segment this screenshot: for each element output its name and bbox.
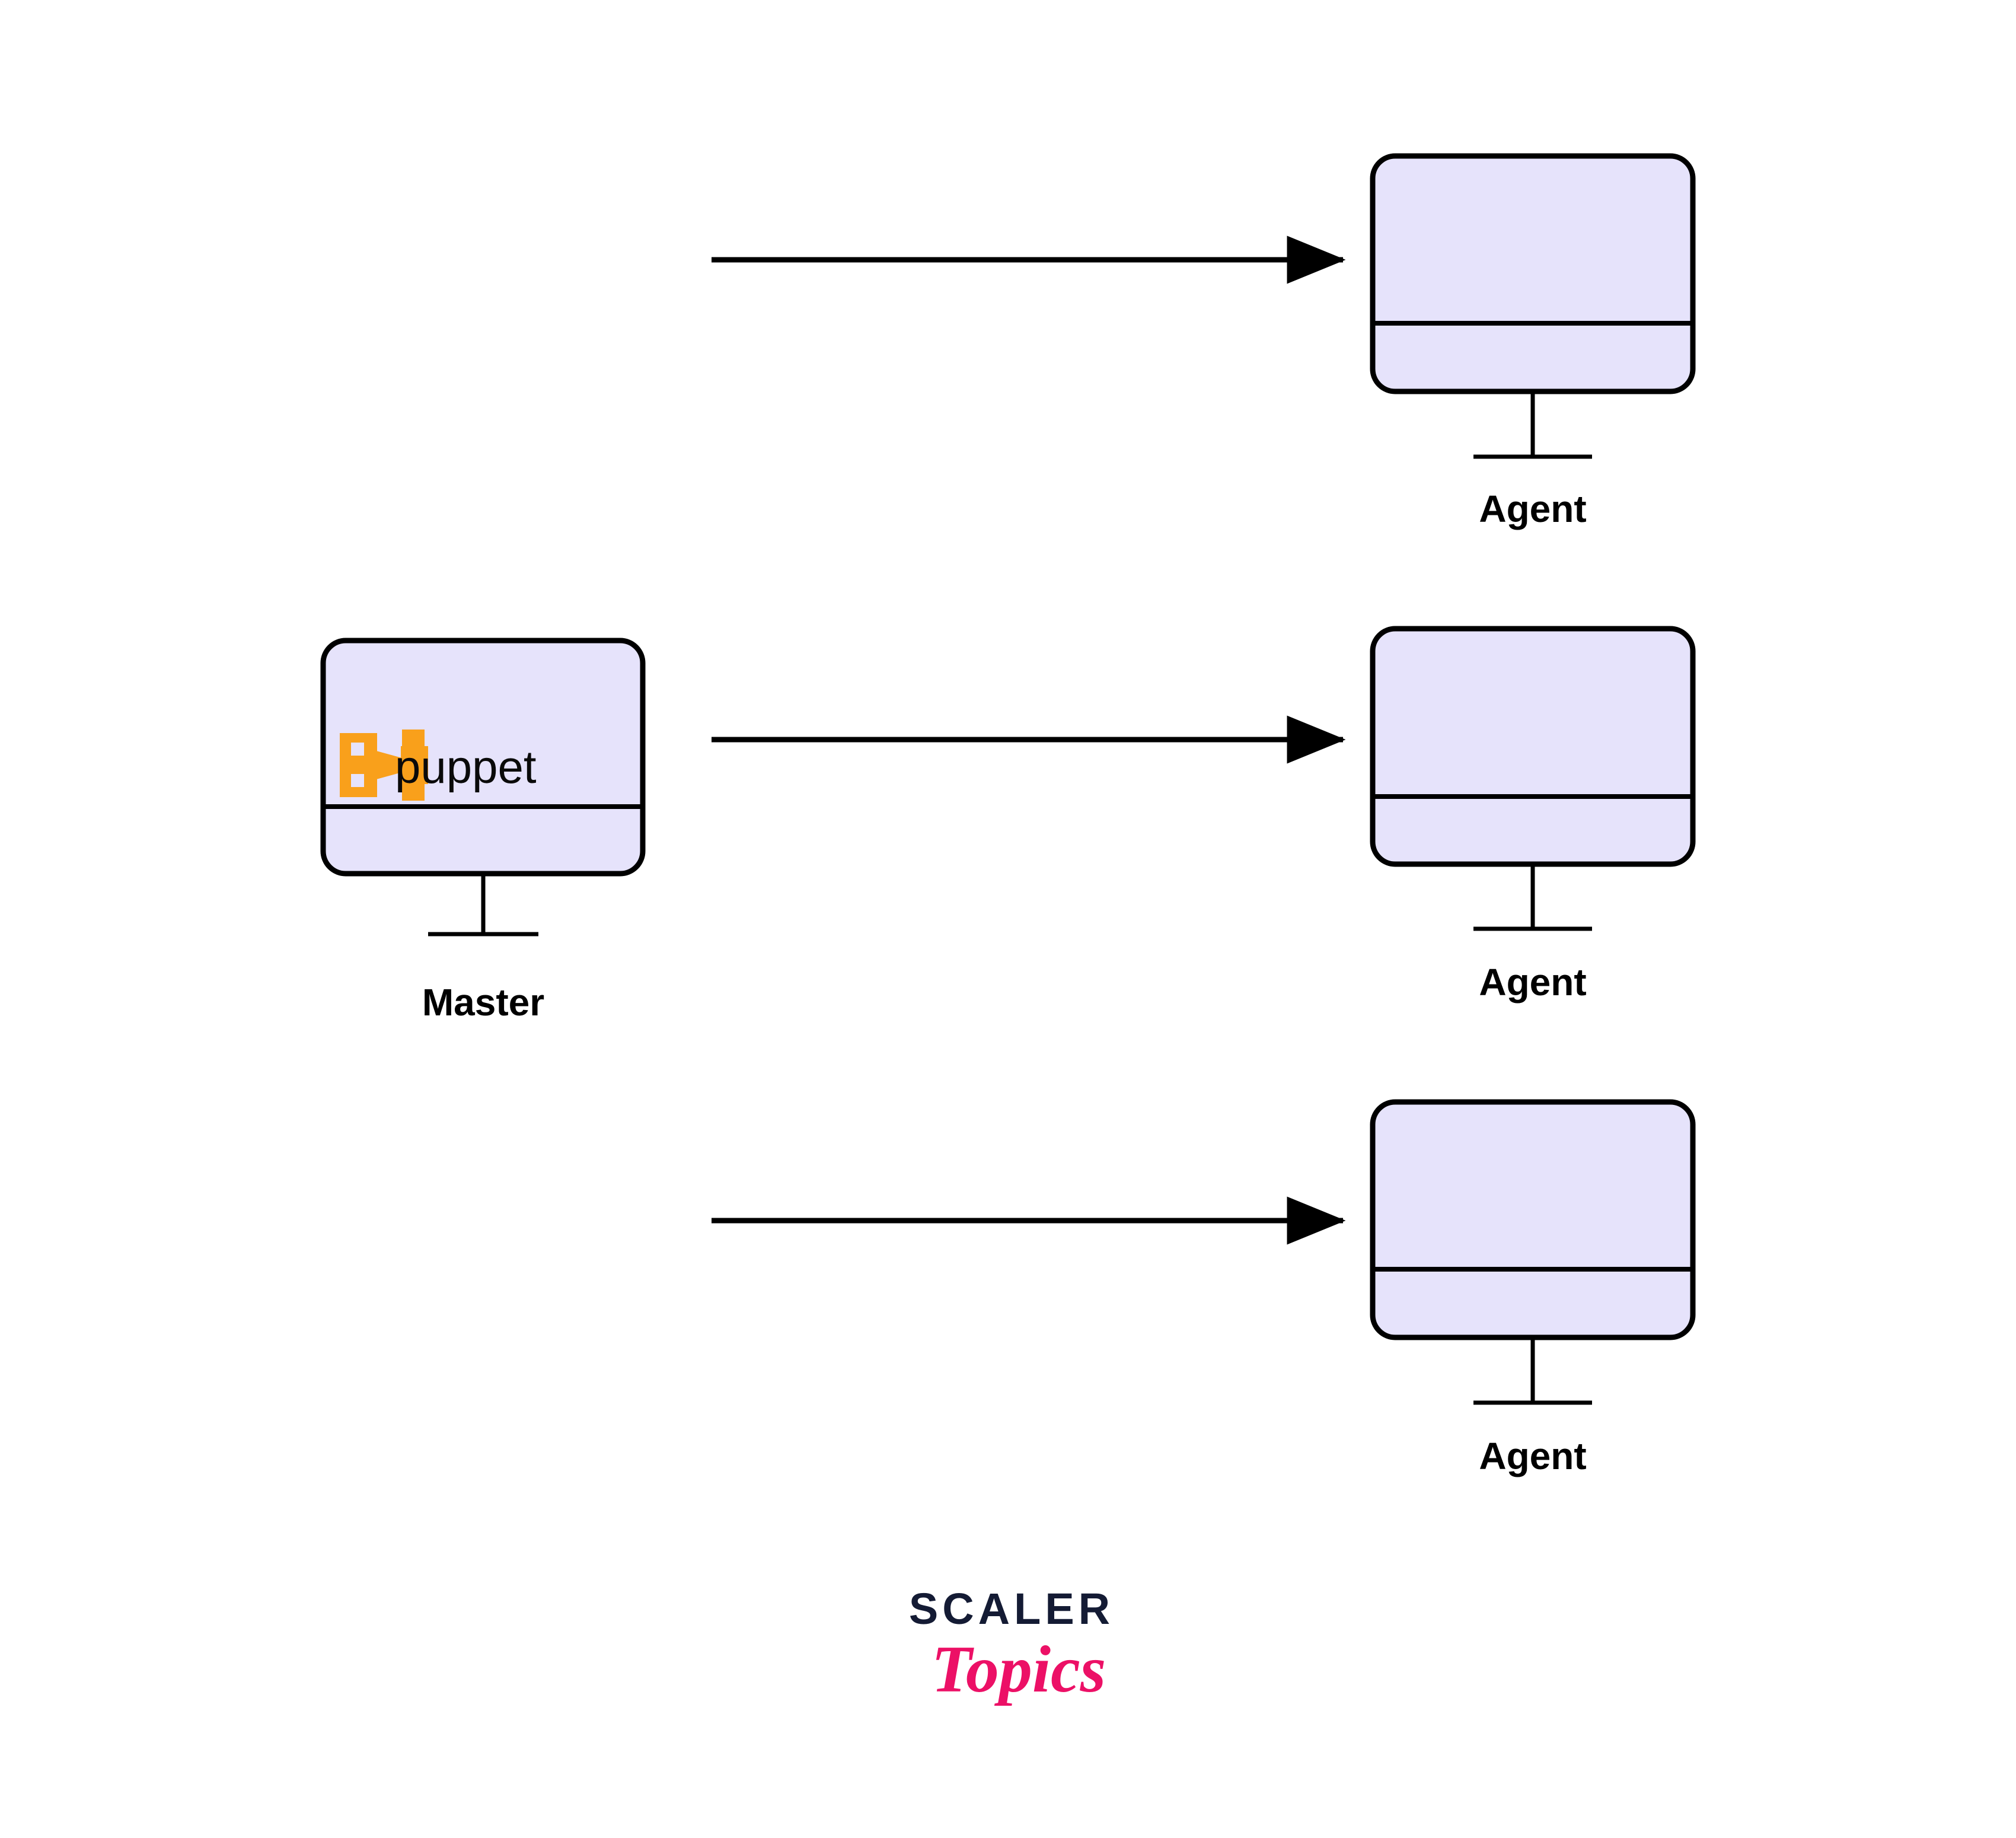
agent-label-2: Agent <box>1479 961 1586 1004</box>
agent-label-3: Agent <box>1479 1435 1586 1477</box>
watermark-topics-text: Topics <box>932 1633 1106 1706</box>
master-label: Master <box>422 981 544 1024</box>
agent-monitor-screen-2 <box>1370 626 1696 867</box>
agent-node-1[interactable]: Agent <box>1370 153 1696 530</box>
agent-node-3[interactable]: Agent <box>1370 1099 1696 1477</box>
agent-label-1: Agent <box>1479 488 1586 530</box>
agent-node-2[interactable]: Agent <box>1370 626 1696 1004</box>
puppet-wordmark: puppet <box>395 741 537 793</box>
scaler-topics-watermark: SCALER Topics <box>909 1584 1114 1706</box>
master-node[interactable]: puppet Master <box>320 638 646 1024</box>
agent-monitor-screen-3 <box>1370 1099 1696 1340</box>
watermark-scaler-text: SCALER <box>909 1584 1114 1633</box>
agent-monitor-screen-1 <box>1370 153 1696 394</box>
puppet-logo-hole-top <box>351 743 364 756</box>
puppet-logo-hole-bottom <box>351 774 364 787</box>
